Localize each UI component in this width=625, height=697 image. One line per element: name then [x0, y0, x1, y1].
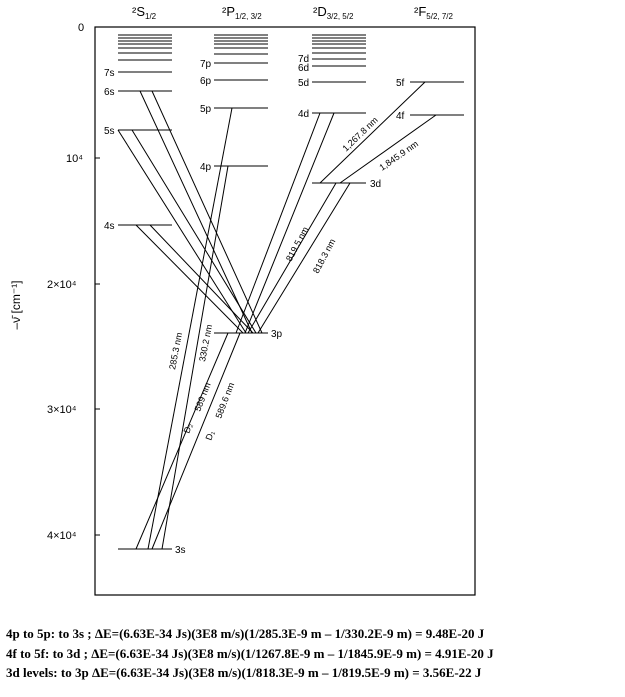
level-4f: 4f	[396, 111, 405, 122]
p-levels	[214, 34, 268, 334]
wavelength-818-label: 818.3 nm	[311, 237, 337, 275]
level-5d: 5d	[298, 78, 309, 89]
level-7d: 7d	[298, 54, 309, 65]
wavelength-5896-label: 589.6 nm	[214, 381, 237, 420]
y-tick-0: 0	[78, 22, 84, 34]
level-3d: 3d	[370, 179, 381, 190]
wavelength-285-label: 285.3 nm	[167, 332, 184, 371]
level-3s: 3s	[175, 545, 186, 556]
y-tick-4: 4×10⁴	[47, 530, 77, 542]
y-tick-2: 2×10⁴	[47, 279, 77, 291]
level-6p: 6p	[200, 76, 212, 87]
energy-level-diagram: ²S1/2 ²P1/2, 3/2 ²D3/2, 5/2 ²F5/2, 7/2 0…	[9, 4, 476, 596]
level-7s: 7s	[104, 68, 115, 79]
d1-label: D₁	[204, 429, 217, 441]
wavelength-819-label: 819.5 nm	[284, 225, 310, 263]
wavelength-1845-label: 1,845.9 nm	[377, 139, 420, 173]
level-4p: 4p	[200, 162, 212, 173]
equation-3d-levels: 3d levels: to 3p ΔE=(6.63E-34 Js)(3E8 m/…	[6, 665, 482, 680]
f-levels	[410, 81, 464, 116]
level-4s: 4s	[104, 221, 115, 232]
column-header-p: ²P1/2, 3/2	[222, 4, 262, 21]
equation-4p-5p: 4p to 5p: to 3s ; ΔE=(6.63E-34 Js)(3E8 m…	[6, 626, 485, 641]
y-axis-label: –ν̄ [cm⁻¹]	[9, 280, 23, 329]
d-levels	[312, 34, 366, 184]
transition-lines	[117, 81, 437, 550]
d2-label: D₂	[182, 421, 195, 434]
y-tick-3: 3×10⁴	[47, 404, 77, 416]
level-5p: 5p	[200, 104, 212, 115]
level-6s: 6s	[104, 87, 115, 98]
level-5s: 5s	[104, 126, 115, 137]
wavelength-1267-label: 1,267.8 nm	[340, 115, 379, 153]
y-tick-1: 10⁴	[66, 153, 83, 165]
level-5f: 5f	[396, 78, 405, 89]
plot-frame	[94, 26, 476, 596]
level-3p: 3p	[271, 329, 283, 340]
level-4d: 4d	[298, 109, 309, 120]
level-6d: 6d	[298, 63, 309, 74]
column-header-s: ²S1/2	[132, 4, 157, 21]
column-header-f: ²F5/2, 7/2	[414, 4, 454, 21]
level-7p: 7p	[200, 59, 212, 70]
y-axis	[95, 157, 100, 536]
s-levels	[118, 34, 172, 550]
column-header-d: ²D3/2, 5/2	[313, 4, 354, 21]
equation-4f-5f: 4f to 5f: to 3d ; ΔE=(6.63E-34 Js)(3E8 m…	[6, 646, 494, 661]
